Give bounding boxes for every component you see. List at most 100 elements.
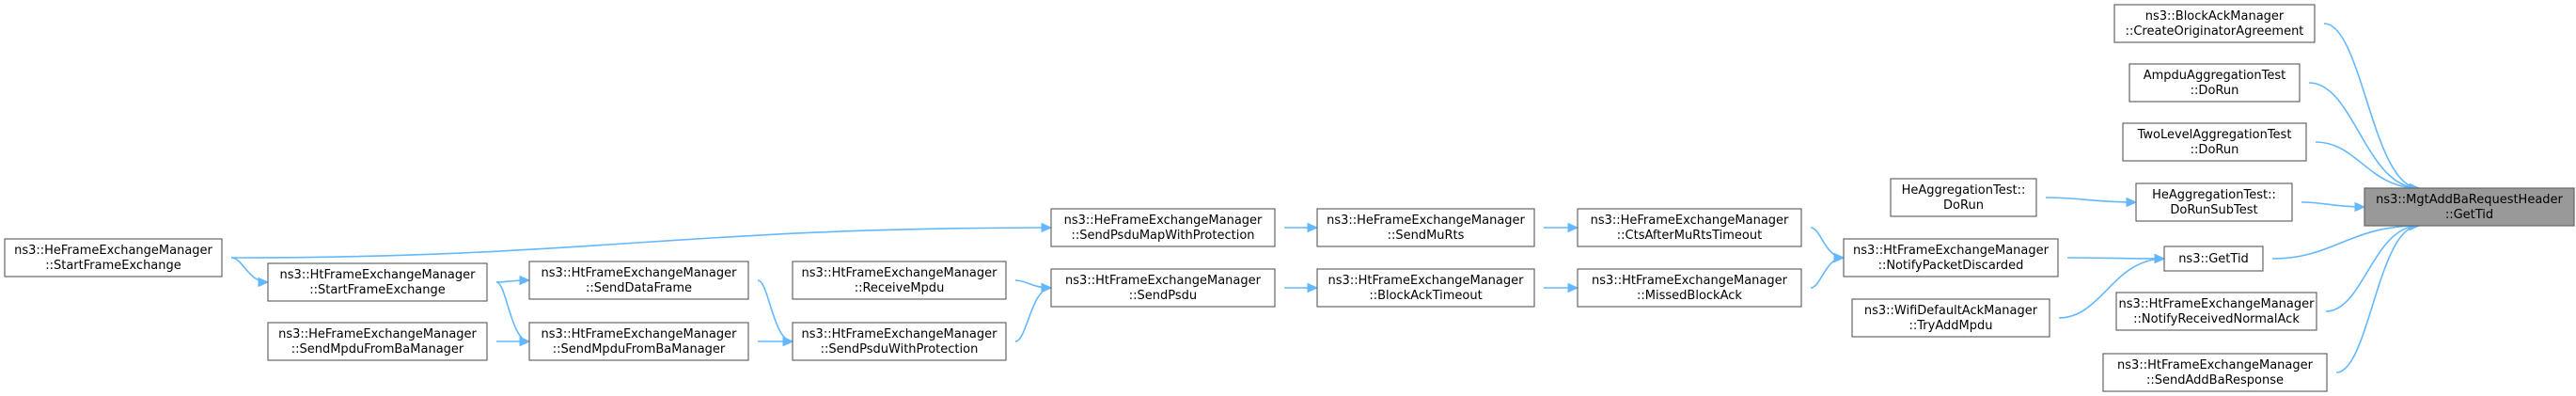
edge-send-data-frame-to-send-psdu-with-protection xyxy=(757,279,794,347)
node-send-data-frame[interactable]: ns3::HtFrameExchangeManager::SendDataFra… xyxy=(528,261,749,300)
node-label-line: ns3::HtFrameExchangeManager xyxy=(1592,274,1788,288)
node-label-line: ::SendMpduFromBaManager xyxy=(553,342,726,356)
node-label-line: DoRunSubTest xyxy=(2170,203,2257,217)
node-box xyxy=(528,322,749,361)
edge-line xyxy=(230,227,1052,259)
node-label-line: ::TryAddMpdu xyxy=(1909,319,1993,333)
node-box xyxy=(1890,178,2037,217)
node-ampdu-aggregation-test-dorun[interactable]: AmpduAggregationTest::DoRun xyxy=(2128,63,2301,103)
node-label-line: ::SendMpduFromBaManager xyxy=(291,342,464,356)
node-get-tid-header: ns3::MgtAddBaRequestHeader::GetTid xyxy=(2364,187,2575,227)
node-ns3-gettid[interactable]: ns3::GetTid xyxy=(2163,246,2264,272)
edge-ns3-gettid-to-get-tid-header xyxy=(2271,220,2421,260)
node-box xyxy=(267,262,488,302)
node-box xyxy=(2113,4,2316,43)
node-send-psdu-with-protection[interactable]: ns3::HtFrameExchangeManager::SendPsduWit… xyxy=(792,322,1007,361)
node-he-aggregation-test-dorunsubtest[interactable]: HeAggregationTest::DoRunSubTest xyxy=(2135,182,2293,222)
node-label-line: ns3::WifiDefaultAckManager xyxy=(1864,304,2038,318)
node-label-line: ns3::HtFrameExchangeManager xyxy=(1853,244,2050,258)
node-box xyxy=(2163,246,2264,272)
node-label-line: ::StartFrameExchange xyxy=(309,283,446,297)
edge-line xyxy=(2323,23,2420,189)
node-ht-send-mpdu-from-ba-manager[interactable]: ns3::HtFrameExchangeManager::SendMpduFro… xyxy=(528,322,749,361)
edge-ht-start-frame-exchange-to-send-data-frame xyxy=(495,275,531,286)
edge-line xyxy=(2058,258,2165,319)
node-label-line: ns3::HeFrameExchangeManager xyxy=(278,327,477,341)
node-label-line: ns3::HtFrameExchangeManager xyxy=(1328,274,1525,288)
node-label-line: ::BlockAckTimeout xyxy=(1369,289,1482,303)
edge-line xyxy=(2045,197,2137,203)
node-send-psdu[interactable]: ns3::HtFrameExchangeManager::SendPsdu xyxy=(1050,268,1276,308)
node-box xyxy=(2102,353,2328,392)
edge-ht-send-mpdu-from-ba-manager-to-send-psdu-with-protection xyxy=(758,336,794,347)
node-label-line: ns3::HeFrameExchangeManager xyxy=(1591,214,1789,228)
node-label-line: ns3::HeFrameExchangeManager xyxy=(1327,214,1525,228)
edge-arrowhead xyxy=(519,336,531,347)
node-notify-packet-discarded[interactable]: ns3::HtFrameExchangeManager::NotifyPacke… xyxy=(1843,238,2059,277)
node-label-line: DoRun xyxy=(1943,198,1984,213)
node-box xyxy=(2115,292,2317,331)
node-box xyxy=(792,261,1007,300)
edge-line xyxy=(2066,257,2165,260)
node-send-psdu-map-with-protection[interactable]: ns3::HeFrameExchangeManager::SendPsduMap… xyxy=(1050,208,1276,247)
node-label-line: HeAggregationTest:: xyxy=(2152,188,2276,202)
node-send-mu-rts[interactable]: ns3::HeFrameExchangeManager::SendMuRts xyxy=(1316,208,1535,247)
edge-line xyxy=(495,281,530,342)
edge-send-psdu-map-with-protection-to-send-mu-rts xyxy=(1284,222,1319,233)
edge-ht-start-frame-exchange-to-ht-send-mpdu-from-ba-manager xyxy=(495,281,531,347)
node-label-line: ::CreateOriginatorAgreement xyxy=(2126,24,2304,39)
edge-he-start-frame-exchange-to-ht-start-frame-exchange xyxy=(230,257,270,288)
node-he-aggregation-test-dorun[interactable]: HeAggregationTest::DoRun xyxy=(1890,178,2037,217)
node-label-line: ::SendAddBaResponse xyxy=(2146,373,2284,388)
node-box xyxy=(1843,238,2059,277)
node-box xyxy=(1577,268,1802,308)
node-label-line: ns3::MgtAddBaRequestHeader xyxy=(2376,193,2563,207)
node-notify-received-normal-ack[interactable]: ns3::HtFrameExchangeManager::NotifyRecei… xyxy=(2115,292,2317,331)
edge-arrowhead xyxy=(1567,282,1579,293)
node-label-line: ::GetTid xyxy=(2445,208,2493,222)
node-he-start-frame-exchange[interactable]: ns3::HeFrameExchangeManager::StartFrameE… xyxy=(4,238,223,277)
node-label-line: ns3::HtFrameExchangeManager xyxy=(542,266,738,280)
node-label-line: ns3::HeFrameExchangeManager xyxy=(1064,214,1263,228)
node-label-line: ns3::HtFrameExchangeManager xyxy=(2119,297,2316,311)
edge-line xyxy=(1014,287,1052,342)
node-box xyxy=(2128,63,2301,103)
edge-line xyxy=(2335,225,2420,373)
node-two-level-aggregation-test-dorun[interactable]: TwoLevelAggregationTest::DoRun xyxy=(2122,122,2307,162)
edge-wifi-default-ack-manager-tryaddmpdu-to-ns3-gettid xyxy=(2058,253,2166,319)
node-receive-mpdu[interactable]: ns3::HtFrameExchangeManager::ReceiveMpdu xyxy=(792,261,1007,300)
edge-line xyxy=(757,279,793,342)
node-box xyxy=(2364,187,2575,227)
node-missed-block-ack[interactable]: ns3::HtFrameExchangeManager::MissedBlock… xyxy=(1577,268,1802,308)
edge-missed-block-ack-to-notify-packet-discarded xyxy=(1810,252,1846,289)
node-box xyxy=(1050,208,1276,247)
node-label-line: HeAggregationTest:: xyxy=(1902,183,2026,198)
edge-notify-packet-discarded-to-ns3-gettid xyxy=(2066,253,2166,264)
node-create-originator-agreement[interactable]: ns3::BlockAckManager::CreateOriginatorAg… xyxy=(2113,4,2316,43)
node-block-ack-timeout[interactable]: ns3::HtFrameExchangeManager::BlockAckTim… xyxy=(1316,268,1535,308)
edge-arrowhead xyxy=(519,275,531,286)
edge-arrowhead xyxy=(1833,252,1846,263)
node-label-line: ns3::HtFrameExchangeManager xyxy=(2117,358,2314,372)
edge-send-add-ba-response-to-get-tid-header xyxy=(2335,220,2421,373)
edge-he-aggregation-test-dorunsubtest-to-get-tid-header xyxy=(2301,201,2366,213)
node-label-line: ::CtsAfterMuRtsTimeout xyxy=(1617,229,1762,243)
node-box xyxy=(792,322,1007,361)
edge-ampdu-aggregation-test-dorun-to-get-tid-header xyxy=(2308,82,2421,194)
node-send-add-ba-response[interactable]: ns3::HtFrameExchangeManager::SendAddBaRe… xyxy=(2102,353,2328,392)
node-layer: ns3::MgtAddBaRequestHeader::GetTid ns3::B… xyxy=(4,4,2575,392)
node-label-line: ::DoRun xyxy=(2191,143,2239,157)
edge-arrowhead xyxy=(1041,222,1053,233)
node-label-line: ns3::GetTid xyxy=(2178,252,2249,266)
edge-arrowhead xyxy=(2126,197,2138,208)
edge-send-mu-rts-to-cts-after-mu-rts-timeout xyxy=(1544,222,1579,233)
node-cts-after-mu-rts-timeout[interactable]: ns3::HeFrameExchangeManager::CtsAfterMuR… xyxy=(1577,208,1802,247)
edge-arrowhead xyxy=(2154,253,2166,264)
node-he-send-mpdu-from-ba-manager[interactable]: ns3::HeFrameExchangeManager::SendMpduFro… xyxy=(267,322,488,361)
edge-arrowhead xyxy=(1041,282,1053,293)
node-box xyxy=(528,261,749,300)
node-wifi-default-ack-manager-tryaddmpdu[interactable]: ns3::WifiDefaultAckManager::TryAddMpdu xyxy=(1851,298,2050,338)
node-ht-start-frame-exchange[interactable]: ns3::HtFrameExchangeManager::StartFrameE… xyxy=(267,262,488,302)
node-box xyxy=(1050,268,1276,308)
